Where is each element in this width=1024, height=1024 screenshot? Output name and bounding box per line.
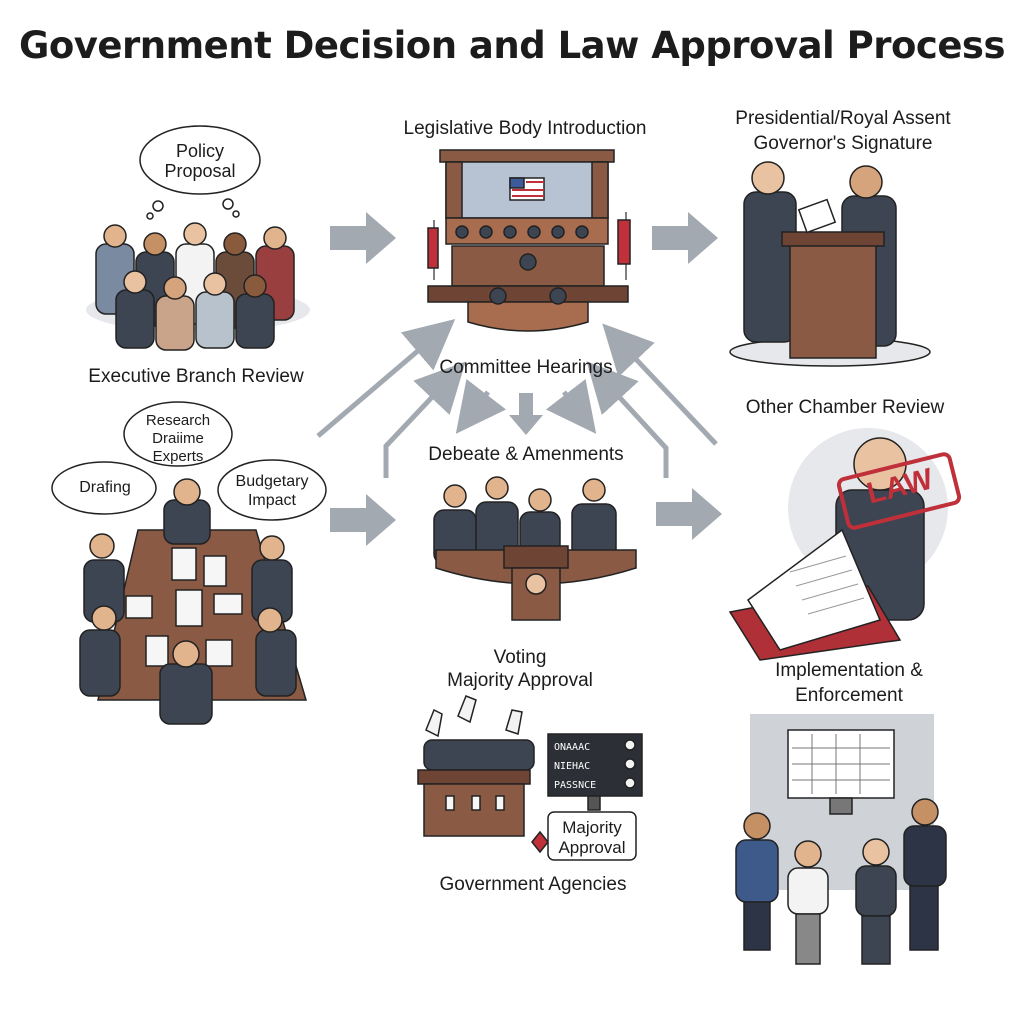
arrow-committee-right [545, 378, 597, 434]
arrow-other-chamber-to-legislature [602, 323, 718, 446]
arrow-debate-to-other-chamber [656, 488, 722, 540]
drafting-bubble-text: Drafing [79, 479, 131, 496]
policy-bubble-shape [139, 125, 261, 195]
arrow-committee-down [509, 393, 543, 435]
arrow-legislature-to-assent [652, 212, 718, 264]
arrow-debate-up-right [586, 361, 669, 478]
arrow-drafting-to-debate [330, 494, 396, 546]
vote-board: ONAAAC NIEHAC PASSNCE [554, 738, 620, 795]
voting-illustration [417, 695, 643, 861]
research-bubble-shape [123, 401, 233, 467]
drafting-bubble-shape [51, 461, 157, 515]
vote-board-row: PASSNCE [554, 780, 597, 791]
vote-board-row: ONAAAC [554, 742, 591, 753]
other-chamber-label: Other Chamber Review [745, 397, 945, 418]
other-chamber-illustration [728, 428, 962, 661]
page-title: Government Decision and Law Approval Pro… [19, 24, 1005, 67]
implementation-label: Implementation &Enforcement [775, 660, 923, 706]
legislative-intro-label: Legislative Body Introduction [403, 118, 647, 139]
arrow-committee-left [455, 378, 507, 434]
vote-board-row: NIEHAC [554, 761, 591, 772]
crowd-illustration [86, 222, 310, 351]
debate-illustration [433, 476, 637, 621]
assent-illustration [729, 161, 931, 367]
executive-review-label: Executive Branch Review [88, 366, 304, 387]
committee-hearings-label: Committee Hearings [439, 357, 613, 378]
legislative-chamber-illustration [427, 149, 631, 332]
arrow-research-to-legislature [383, 361, 466, 478]
implementation-illustration [735, 714, 947, 965]
debate-label: Debeate & Amenments [428, 444, 624, 465]
budget-bubble-shape [217, 459, 327, 521]
drafting-table-illustration [79, 478, 308, 725]
arrow-review-to-legislature [316, 319, 456, 438]
arrow-proposal-to-legislature [330, 212, 396, 264]
government-agencies-label: Government Agencies [439, 874, 627, 895]
